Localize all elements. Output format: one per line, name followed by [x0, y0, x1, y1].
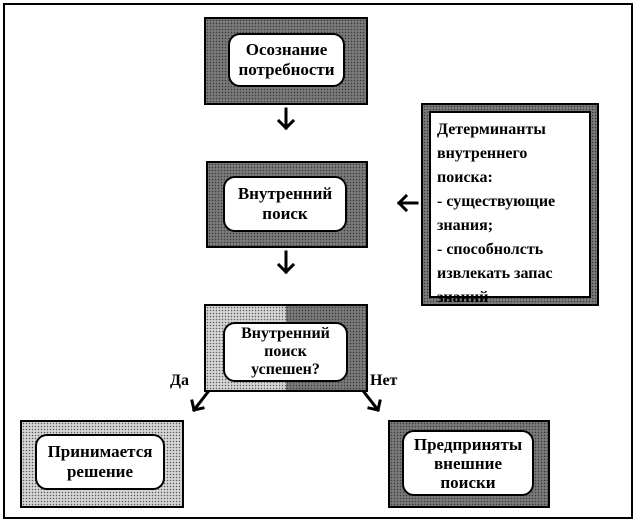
determinants-text: Детерминанты внутреннего поиска: - сущес…: [429, 111, 591, 306]
determinants-line: знаний: [437, 289, 489, 306]
determinants-line: внутреннего: [437, 145, 528, 162]
internal-search-label: Внутренний поиск: [237, 184, 333, 223]
arrowhead-internal-to-decision: [276, 262, 296, 275]
determinants-box: Детерминанты внутреннего поиска: - сущес…: [421, 103, 599, 306]
decision-node: Внутренний поиск успешен?: [223, 322, 348, 382]
determinants-line: - существующие: [437, 193, 556, 210]
determinants-line: Детерминанты: [437, 121, 546, 138]
awareness-box: [204, 17, 368, 105]
arrowhead-awareness-to-internal: [276, 118, 296, 131]
determinants-line: извлекать запас: [437, 265, 553, 282]
internal-search-node: Внутренний поиск: [223, 176, 347, 232]
diagram-frame: [3, 3, 633, 519]
determinants-line: поиска:: [437, 169, 493, 186]
no-label: Нет: [370, 372, 398, 389]
yes-label: Да: [170, 372, 190, 389]
awareness-label: Осознание потребности: [238, 40, 335, 79]
arrowhead-no: [367, 399, 382, 412]
external-search-node: Предприняты внешние поиски: [402, 430, 534, 496]
determinants-line: знания;: [437, 217, 494, 234]
arrow-no: [361, 389, 381, 413]
external-search-label: Предприняты внешние поиски: [413, 434, 523, 492]
decision-made-node: Принимается решение: [35, 434, 165, 490]
determinants-line: - способнолсть: [437, 241, 544, 258]
arrowhead-yes: [190, 399, 205, 412]
awareness-node: Осознание потребности: [228, 33, 345, 87]
decision-made-label: Принимается решение: [47, 442, 153, 481]
arrowhead-determinants-to-internal: [396, 193, 409, 213]
decision-label: Внутренний поиск успешен?: [241, 325, 330, 378]
arrow-yes: [191, 389, 211, 413]
